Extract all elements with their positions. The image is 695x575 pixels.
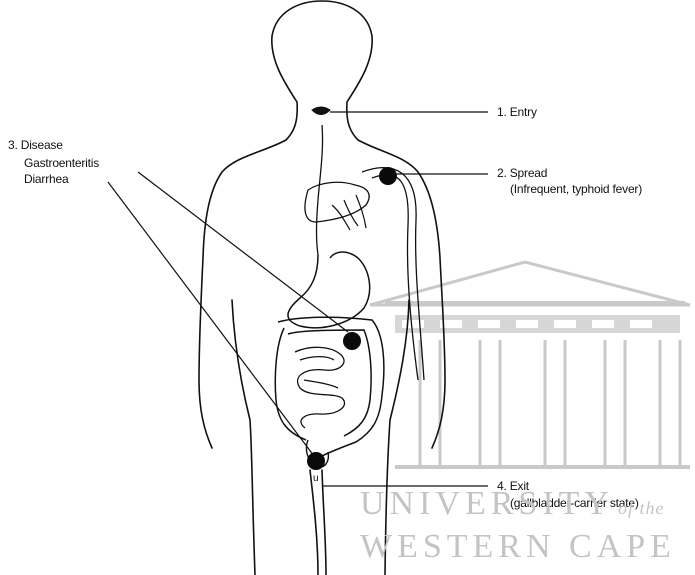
stomach: [288, 252, 370, 328]
watermark-university-main: UNIVERSITY: [360, 485, 614, 522]
spread-label: 2. Spread: [497, 166, 547, 180]
spread-note: (Infrequent, typhoid fever): [510, 182, 642, 196]
watermark-western-cape: WESTERN CAPE: [360, 528, 676, 566]
esophagus: [317, 125, 323, 255]
exit-marker: [307, 452, 325, 470]
arm-vessel: [362, 168, 424, 380]
spread-marker: [379, 167, 397, 185]
gastroenteritis-leader-line: [138, 172, 348, 332]
mouth: [312, 107, 330, 115]
watermark-of-the: of the: [618, 498, 665, 518]
large-intestine: [275, 317, 384, 456]
diarrhea-label: Diarrhea: [24, 172, 68, 186]
diarrhea-leader-line: [108, 182, 314, 456]
disease-label: 3. Disease: [8, 138, 63, 152]
gallbladder-ducts: [332, 195, 366, 230]
liver: [305, 182, 369, 222]
entry-label: 1. Entry: [497, 105, 537, 119]
disease-marker: [343, 332, 361, 350]
small-intestine: [295, 347, 345, 428]
anus-glyph: u: [313, 473, 319, 484]
gastroenteritis-label: Gastroenteritis: [24, 156, 99, 170]
